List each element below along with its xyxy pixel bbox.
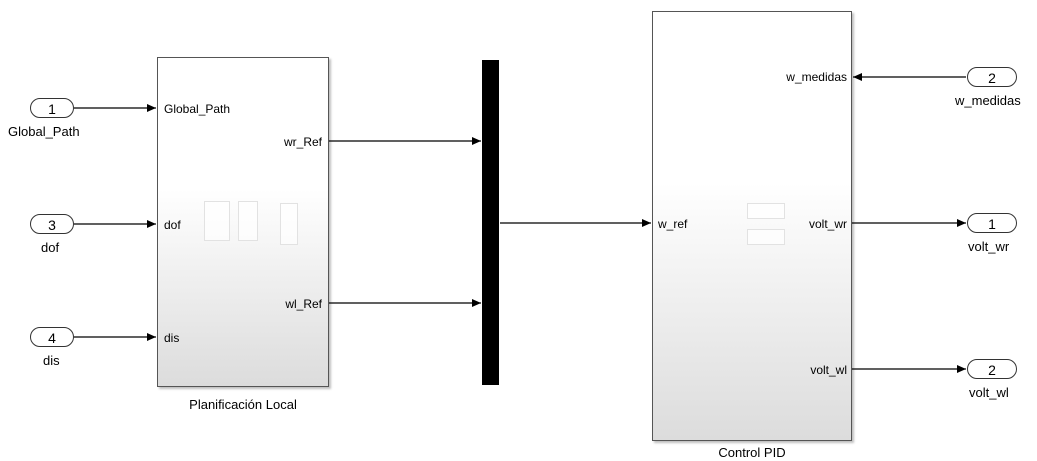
planificacion-local-block[interactable]: Global_Path dof dis wr_Ref wl_Ref xyxy=(157,57,329,387)
subsystem-preview-icon xyxy=(204,201,230,241)
subsystem-preview-icon xyxy=(747,229,785,245)
control-pid-block[interactable]: w_medidas w_ref volt_wr volt_wl xyxy=(652,11,852,441)
inport-label-dis: dis xyxy=(43,353,60,368)
block-input-global-path: Global_Path xyxy=(164,102,231,116)
outport-volt-wr[interactable]: 1 xyxy=(967,213,1017,233)
block-input-dis: dis xyxy=(164,331,180,345)
inport-label-global-path: Global_Path xyxy=(8,124,80,139)
control-pid-caption: Control PID xyxy=(718,445,786,460)
mux-block[interactable] xyxy=(482,60,499,385)
block-output-volt-wr: volt_wr xyxy=(808,217,847,231)
block-input-w-ref: w_ref xyxy=(658,217,688,231)
subsystem-preview-icon xyxy=(280,203,298,245)
subsystem-preview-icon xyxy=(747,203,785,219)
outport-volt-wl[interactable]: 2 xyxy=(967,359,1017,379)
inport-global-path[interactable]: 1 xyxy=(30,98,74,118)
block-output-wr-ref: wr_Ref xyxy=(283,135,322,149)
inport-label-dof: dof xyxy=(41,240,60,255)
inport-w-medidas[interactable]: 2 xyxy=(967,67,1017,87)
inport-dof[interactable]: 3 xyxy=(30,214,74,234)
inport-label-w-medidas: w_medidas xyxy=(955,93,1021,108)
subsystem-preview-icon xyxy=(238,201,258,241)
inport-dis[interactable]: 4 xyxy=(30,327,74,347)
outport-label-volt-wr: volt_wr xyxy=(968,239,1010,254)
block-output-volt-wl: volt_wl xyxy=(810,363,847,377)
block-output-wl-ref: wl_Ref xyxy=(285,297,322,311)
planificacion-local-caption: Planificación Local xyxy=(189,397,297,412)
block-input-w-medidas: w_medidas xyxy=(786,70,847,84)
block-input-dof: dof xyxy=(164,218,181,232)
outport-label-volt-wl: volt_wl xyxy=(969,385,1009,400)
